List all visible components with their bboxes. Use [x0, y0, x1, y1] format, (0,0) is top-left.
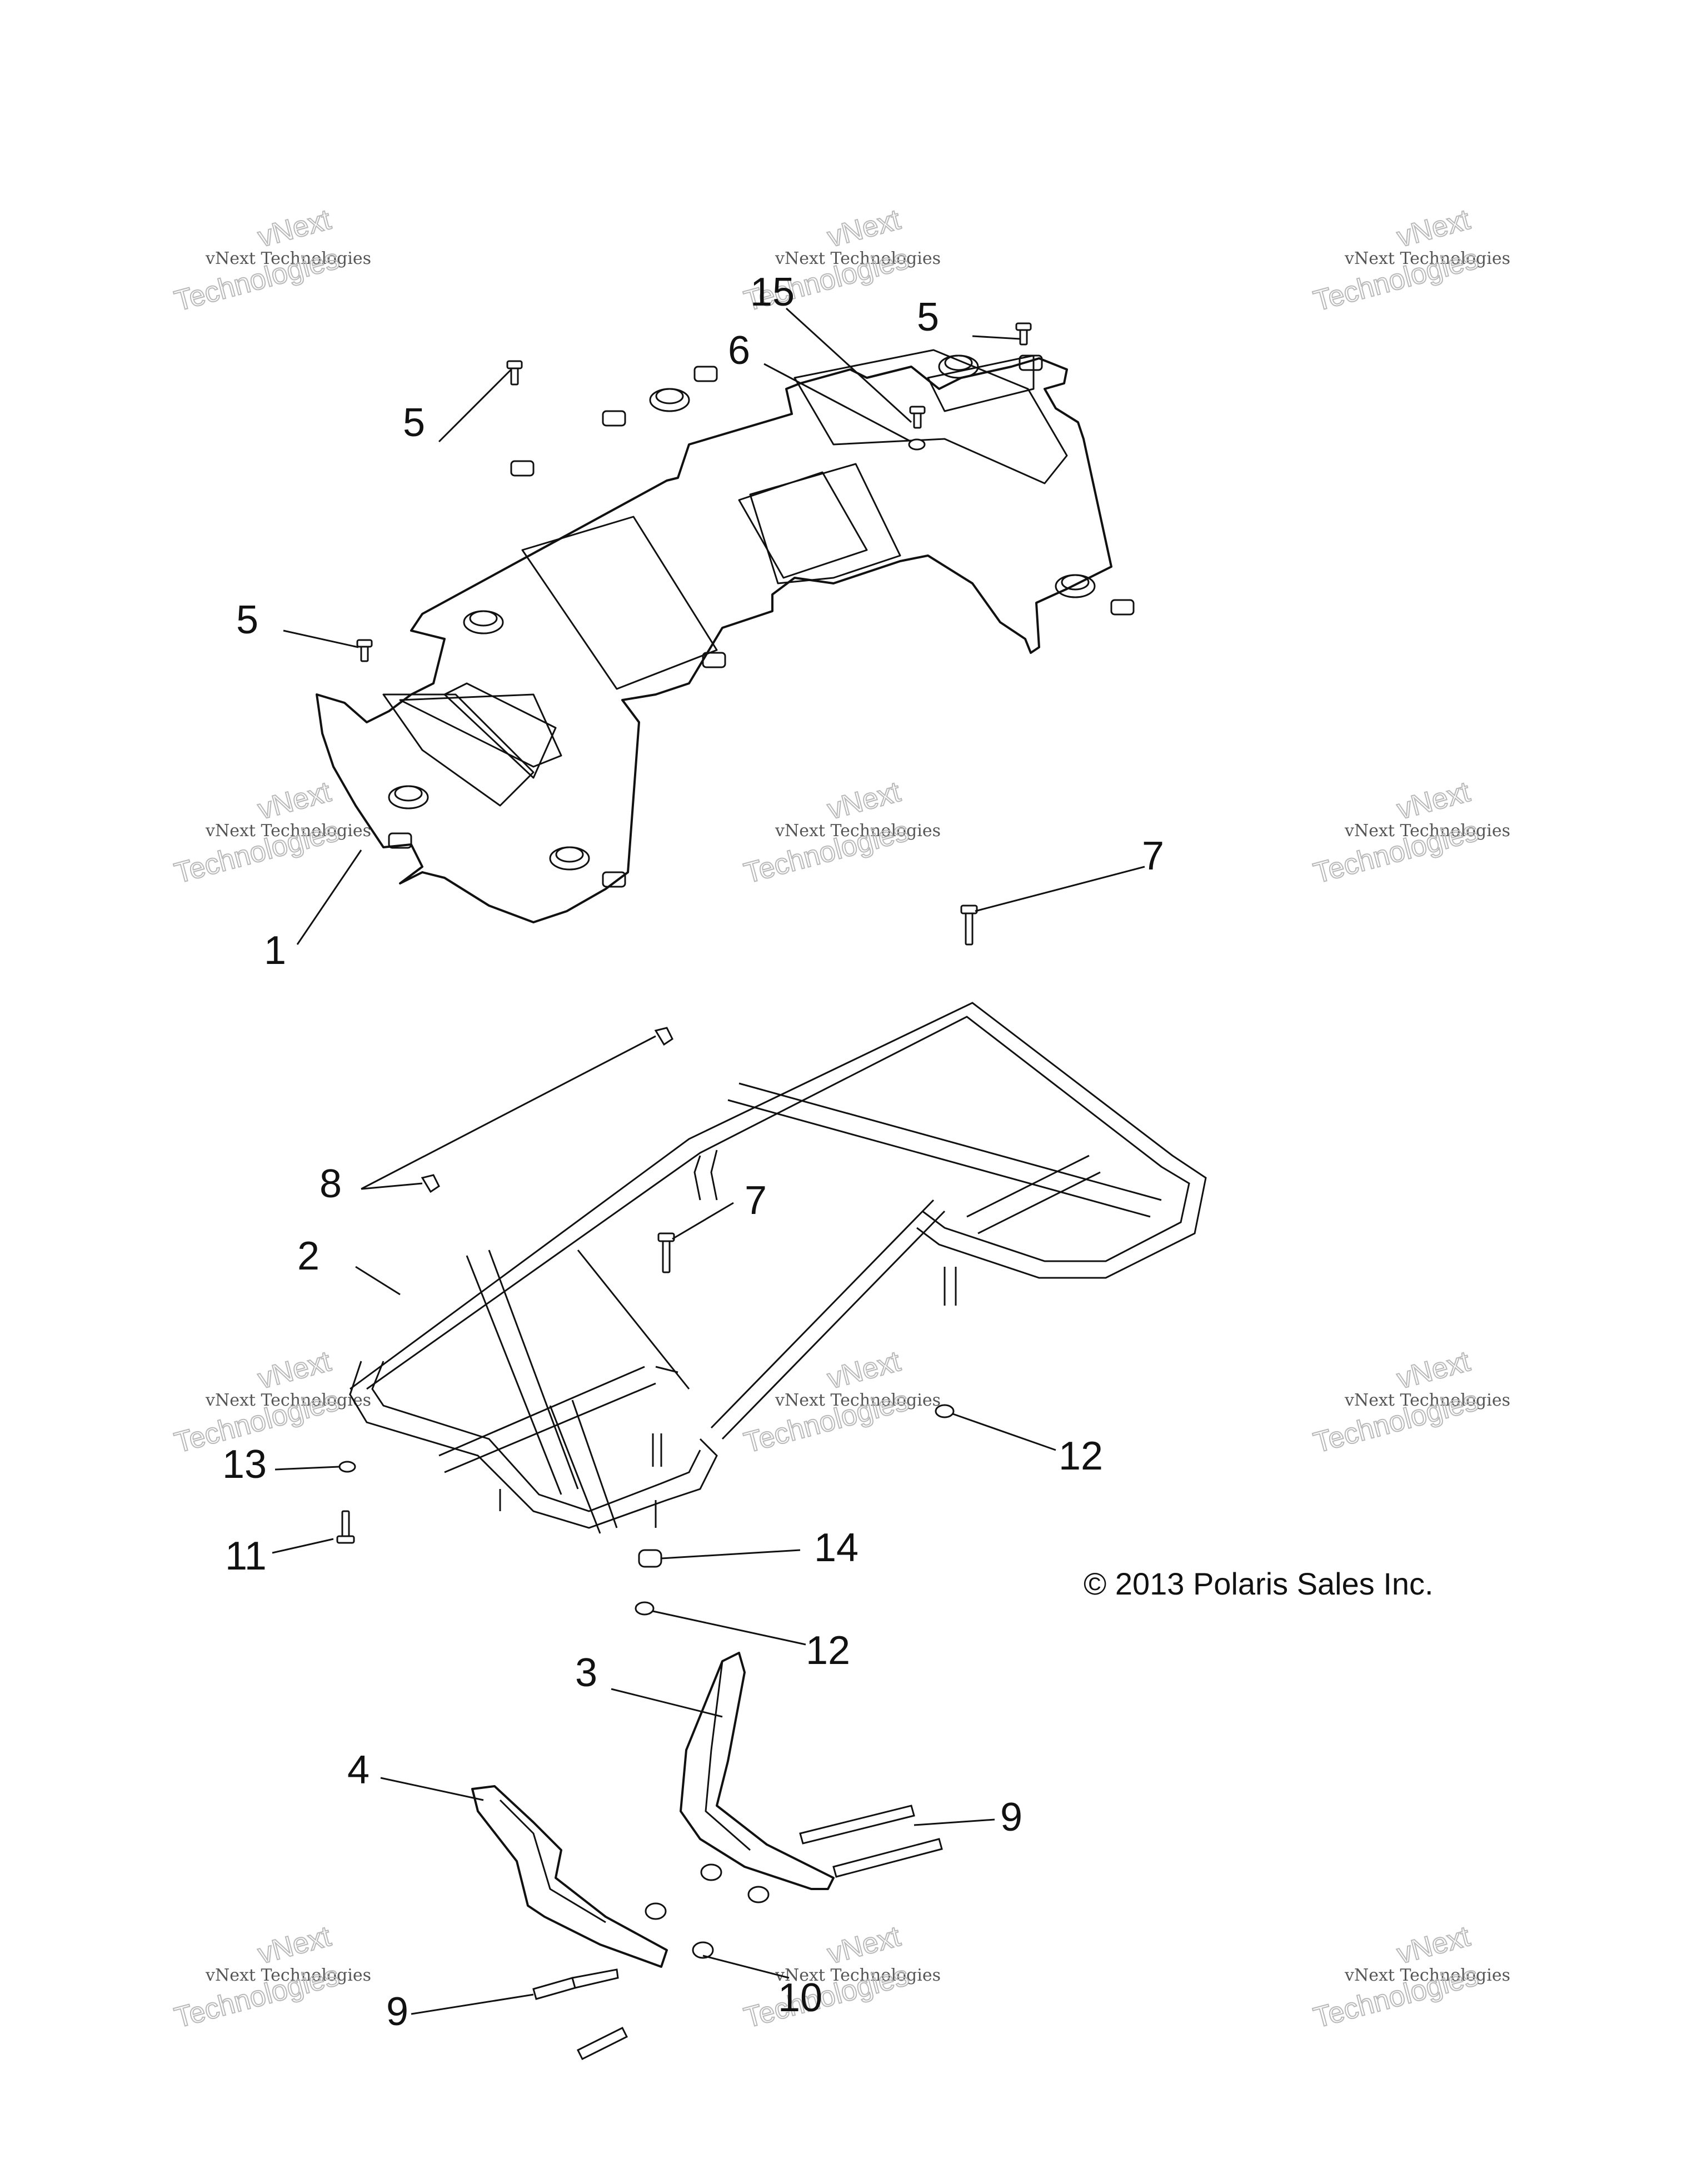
callout-15: 15: [750, 270, 795, 314]
watermark-bottom-center: vNext vNext Technologies Technologies: [740, 1920, 941, 2035]
bolt-9-left-upper: [532, 1968, 619, 2000]
bolt-5-center: [506, 360, 523, 386]
callout-5: 5: [917, 295, 939, 339]
watermark-mid-left: vNext vNext Technologies Technologies: [171, 775, 371, 891]
callout-10: 10: [778, 1976, 822, 2020]
clip-8-upper: [654, 1027, 673, 1046]
watermark-top-center: vNext vNext Technologies Technologies: [740, 203, 941, 318]
svg-text:vNext Technologies: vNext Technologies: [775, 1966, 941, 1985]
callout-5: 5: [403, 401, 425, 445]
nuts-10: [645, 1863, 770, 1959]
callout-12: 12: [1059, 1434, 1103, 1478]
watermark-top-right: vNext vNext Technologies Technologies: [1310, 203, 1510, 318]
washer-6: [908, 438, 926, 451]
svg-text:vNext Technologies: vNext Technologies: [775, 821, 941, 841]
svg-text:vNext Technologies: vNext Technologies: [205, 249, 371, 268]
rear-rack-panel: [316, 349, 1135, 923]
bolt-5-right: [1015, 322, 1032, 346]
watermark-low-left: vNext vNext Technologies Technologies: [171, 1345, 371, 1460]
callout-7: 7: [1142, 834, 1164, 878]
callout-4: 4: [347, 1748, 370, 1792]
bracket-left: [471, 1785, 668, 1968]
bolt-7-upper: [960, 904, 978, 946]
nut-12-upper: [935, 1404, 955, 1418]
svg-text:vNext Technologies: vNext Technologies: [775, 1391, 941, 1410]
callout-13: 13: [222, 1442, 267, 1487]
nut-12-lower: [635, 1601, 655, 1616]
callout-11: 11: [225, 1534, 267, 1578]
watermark-low-right: vNext vNext Technologies Technologies: [1310, 1345, 1510, 1460]
svg-text:vNext Technologies: vNext Technologies: [1344, 249, 1510, 268]
spacer-14: [638, 1549, 662, 1568]
bolt-11: [336, 1510, 355, 1544]
bolt-9-right-lower: [832, 1838, 943, 1878]
callout-14: 14: [814, 1526, 859, 1570]
svg-text:vNext Technologies: vNext Technologies: [205, 1391, 371, 1410]
bolt-7-lower: [657, 1232, 675, 1273]
svg-text:vNext Technologies: vNext Technologies: [1344, 821, 1510, 841]
clip-8-lower: [421, 1174, 440, 1193]
callout-2: 2: [297, 1234, 320, 1278]
copyright-notice: © 2013 Polaris Sales Inc.: [1084, 1566, 1434, 1601]
bracket-right: [680, 1652, 835, 1890]
svg-text:vNext Technologies: vNext Technologies: [1344, 1391, 1510, 1410]
callout-8: 8: [320, 1162, 342, 1206]
callout-7: 7: [745, 1178, 767, 1223]
callout-6: 6: [728, 328, 750, 373]
svg-text:vNext Technologies: vNext Technologies: [775, 249, 941, 268]
callout-9: 9: [386, 1990, 408, 2034]
watermark-low-center: vNext vNext Technologies Technologies: [740, 1345, 941, 1460]
watermark-mid-right: vNext vNext Technologies Technologies: [1310, 775, 1510, 891]
callout-1: 1: [264, 928, 286, 973]
svg-text:vNext Technologies: vNext Technologies: [1344, 1966, 1510, 1985]
bolt-5-left: [356, 639, 373, 662]
callout-3: 3: [575, 1651, 597, 1695]
bolt-9-left-lower: [576, 2026, 628, 2061]
callout-9: 9: [1000, 1795, 1022, 1840]
bolt-9-right-upper: [799, 1805, 915, 1845]
watermark-bottom-left: vNext vNext Technologies Technologies: [171, 1920, 371, 2035]
callout-5: 5: [236, 598, 258, 642]
svg-text:vNext Technologies: vNext Technologies: [205, 1966, 371, 1985]
svg-text:vNext Technologies: vNext Technologies: [205, 821, 371, 841]
rack-tube-frame: [349, 1002, 1207, 1534]
screw-15: [909, 406, 926, 429]
watermark-top-left: vNext vNext Technologies Technologies: [171, 203, 371, 318]
watermark-bottom-right: vNext vNext Technologies Technologies: [1310, 1920, 1510, 2035]
callout-12: 12: [806, 1628, 850, 1673]
watermark-mid-center: vNext vNext Technologies Technologies: [740, 775, 941, 891]
washer-13: [338, 1461, 356, 1473]
